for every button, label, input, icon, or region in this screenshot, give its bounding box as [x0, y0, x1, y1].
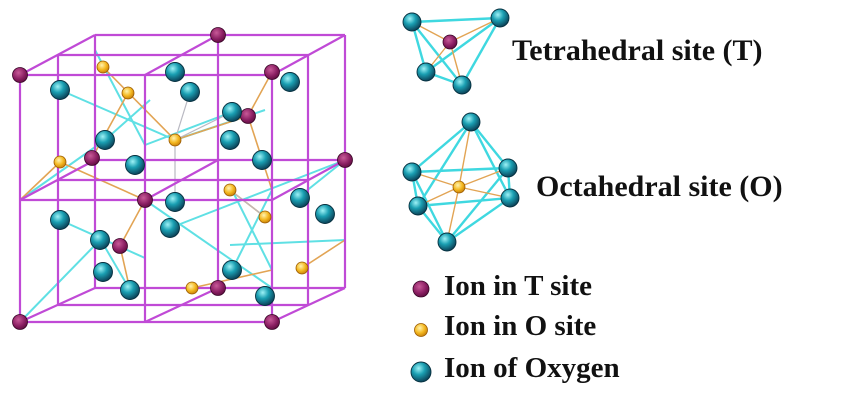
legend-t-ion-label: Ion in T site	[444, 270, 593, 302]
legend-oxygen-label: Ion of Oxygen	[444, 352, 620, 384]
tetrahedral-site-label: Tetrahedral site (T)	[512, 34, 763, 67]
unit-cell	[12, 27, 353, 330]
t-ion	[264, 64, 280, 80]
oxygen-ion	[315, 204, 335, 224]
oxygen-ion	[222, 102, 242, 122]
t-ion	[84, 150, 100, 166]
t-ion	[240, 108, 256, 124]
t-ion	[210, 27, 226, 43]
tetra-oxygen	[402, 12, 422, 32]
tetra-oxygen	[416, 62, 436, 82]
octahedron-icon	[402, 112, 520, 252]
o-ion	[96, 60, 110, 74]
t-ion	[264, 314, 280, 330]
t-ion	[137, 192, 153, 208]
o-site-ions	[53, 60, 309, 295]
oxygen-ion	[93, 262, 113, 282]
octa-center-ion	[452, 180, 466, 194]
legend-markers	[410, 280, 432, 383]
octa-oxygen	[461, 112, 481, 132]
octa-oxygen	[500, 188, 520, 208]
tetra-center-ion	[442, 34, 458, 50]
t-ion	[210, 280, 226, 296]
oxygen-ion	[50, 210, 70, 230]
oxygen-ion	[125, 155, 145, 175]
o-ion	[168, 133, 182, 147]
t-ion	[112, 238, 128, 254]
oxygen-ion	[95, 130, 115, 150]
tetrahedron-icon	[402, 8, 510, 95]
t-ion	[12, 67, 28, 83]
octahedral-site-label: Octahedral site (O)	[536, 170, 783, 203]
oxygen-ion	[280, 72, 300, 92]
octa-oxygen	[402, 162, 422, 182]
oxygen-ion	[220, 130, 240, 150]
legend-o-ion-label: Ion in O site	[444, 310, 597, 342]
t-ion	[337, 152, 353, 168]
o-ion	[295, 261, 309, 275]
octa-oxygen	[408, 196, 428, 216]
t-site-ions	[12, 27, 353, 330]
oxygen-ion	[222, 260, 242, 280]
oxygen-ion	[252, 150, 272, 170]
octa-oxygen	[498, 158, 518, 178]
oxygen-ion	[255, 286, 275, 306]
oxygen-ions	[50, 62, 335, 306]
legend-t-ion-marker	[412, 280, 430, 298]
t-ion	[12, 314, 28, 330]
oxygen-ion	[50, 80, 70, 100]
oxygen-ion	[180, 82, 200, 102]
o-ion	[121, 86, 135, 100]
oxygen-ion	[120, 280, 140, 300]
oxygen-ion	[90, 230, 110, 250]
oxygen-ion	[290, 188, 310, 208]
oxygen-ion	[165, 192, 185, 212]
o-ion	[53, 155, 67, 169]
o-ion	[185, 281, 199, 295]
legend-o-ion-marker	[414, 323, 428, 337]
tetra-oxygen	[490, 8, 510, 28]
tetra-oxygen	[452, 75, 472, 95]
o-ion	[258, 210, 272, 224]
oxygen-ion	[165, 62, 185, 82]
oxygen-ion	[160, 218, 180, 238]
o-ion	[223, 183, 237, 197]
octa-oxygen	[437, 232, 457, 252]
legend-oxygen-marker	[410, 361, 432, 383]
